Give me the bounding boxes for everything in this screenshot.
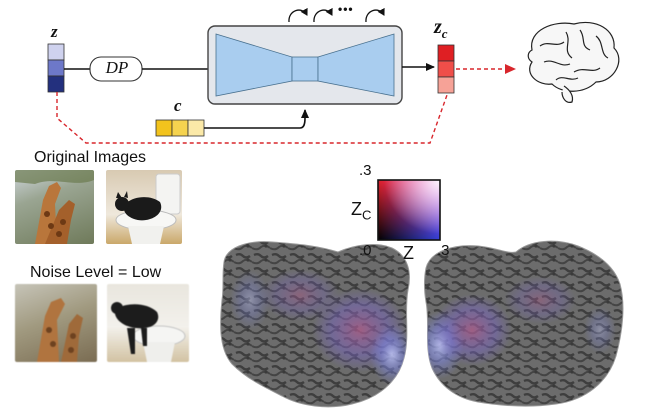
noise-level-title: Noise Level = Low: [30, 264, 162, 281]
zc-label-main: z: [434, 16, 442, 38]
z-vector: [47, 43, 65, 93]
left-hemisphere-flatmap: [220, 241, 410, 408]
noise-cat-toilet-image-art: [111, 302, 186, 362]
cmap-x-left-tick: .0: [359, 242, 372, 259]
noise-giraffe-image-art: [37, 298, 83, 362]
colormap-square: [377, 179, 441, 241]
cmap-y-axis-label-main: Z: [351, 199, 362, 219]
original-images-title: Original Images: [34, 149, 147, 166]
loop-arrow-icon: [313, 7, 333, 23]
ellipsis-label: •••: [338, 2, 354, 16]
recurrence-arrows: [288, 7, 385, 23]
noise-cat-toilet-image: [107, 284, 189, 362]
zc-vector: [437, 44, 455, 94]
noise-giraffe-image: [15, 284, 97, 362]
cmap-y-axis-label: ZC: [351, 199, 371, 223]
zc-label-sub: c: [441, 26, 448, 41]
z-label: z: [51, 22, 58, 41]
decoder-shape: [317, 33, 395, 97]
c-to-net-arrow: [204, 109, 309, 129]
cmap-x-right-tick: .3: [437, 242, 450, 259]
giraffe-image-art: [15, 170, 94, 244]
giraffe-image: [15, 170, 94, 244]
cmap-x-axis-label: Z: [403, 243, 414, 263]
z-skip-dashed-line: [56, 92, 448, 144]
cmap-y-top-tick: .3: [359, 162, 372, 179]
cmap-y-axis-label-sub: C: [362, 207, 372, 223]
bottleneck-shape: [291, 56, 319, 82]
brain-icon: [527, 21, 620, 103]
zc-label: zc: [434, 16, 448, 42]
c-label: c: [174, 96, 182, 115]
loop-arrow-icon: [365, 7, 385, 23]
dp-label: DP: [105, 58, 129, 77]
c-vector: [155, 119, 205, 137]
cat-toilet-image-art: [115, 173, 181, 244]
right-hemisphere-flatmap: [424, 240, 624, 407]
cat-toilet-image: [106, 170, 182, 244]
loop-arrow-icon: [288, 7, 308, 23]
